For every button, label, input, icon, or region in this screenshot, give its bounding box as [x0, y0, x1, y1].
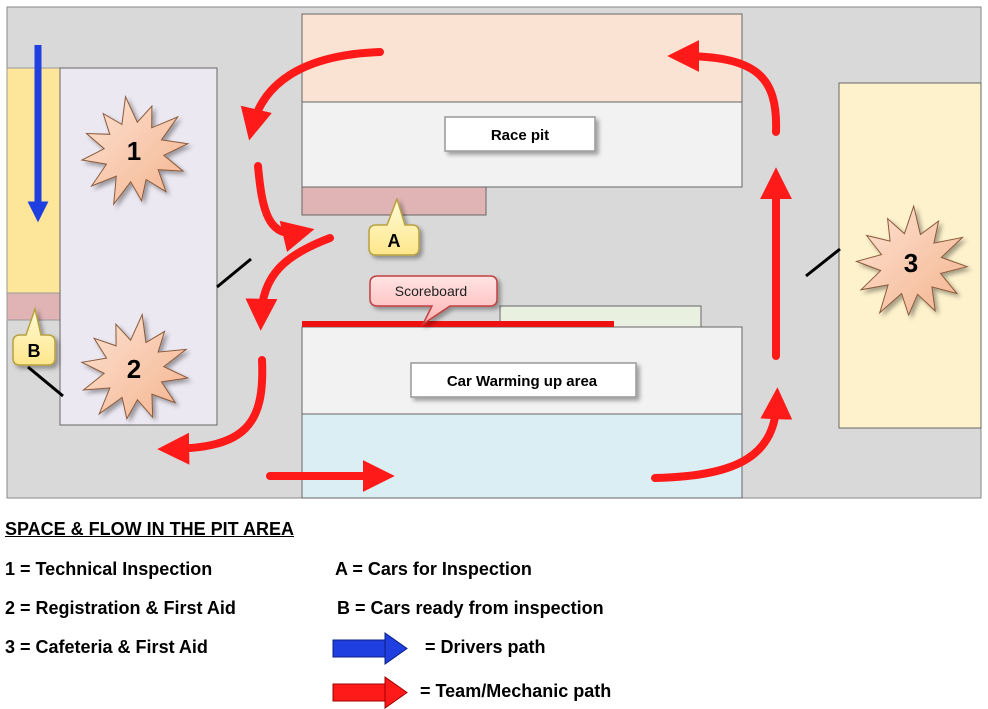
- starburst-1: 1: [80, 94, 190, 206]
- starburst-2-label: 2: [127, 354, 141, 384]
- scoreboard-callout-label: Scoreboard: [395, 283, 467, 299]
- legend-item-3: 3 = Cafeteria & First Aid: [5, 637, 208, 657]
- legend-item-b: B = Cars ready from inspection: [337, 598, 604, 618]
- starburst-2: 2: [80, 312, 190, 421]
- warmup-label: Car Warming up area: [447, 373, 598, 390]
- legend-drivers-arrow: [332, 632, 408, 665]
- door-inspection: [216, 257, 252, 289]
- legend-title: SPACE & FLOW IN THE PIT AREA: [5, 519, 295, 539]
- scoreboard-bar: [302, 321, 614, 327]
- door-registration: [27, 365, 64, 398]
- callout-b-label: B: [28, 341, 41, 361]
- warmup-label-box: Car Warming up area: [410, 362, 637, 398]
- team-path-segment-6: [651, 387, 793, 482]
- callout-a: A: [368, 196, 420, 256]
- legend-team-arrow: [332, 676, 408, 709]
- starburst-3-label: 3: [904, 248, 918, 278]
- callout-b: B: [12, 306, 56, 366]
- team-path: [157, 40, 793, 492]
- team-path-segment-2: [254, 162, 315, 252]
- legend-item-1: 1 = Technical Inspection: [5, 559, 213, 579]
- scoreboard-callout: Scoreboard: [369, 275, 498, 327]
- team-path-segment-8: [667, 40, 781, 136]
- team-path-segment-1: [240, 48, 384, 141]
- callout-a-label: A: [388, 231, 401, 251]
- team-path-segment-3: [245, 234, 334, 331]
- race-pit-label-box: Race pit: [444, 116, 596, 152]
- team-path-segment-4: [157, 356, 267, 465]
- starburst-1-label: 1: [127, 136, 141, 166]
- legend-team-path: = Team/Mechanic path: [420, 681, 612, 701]
- starburst-3: 3: [854, 204, 969, 317]
- legend-item-2: 2 = Registration & First Aid: [5, 598, 236, 618]
- legend-drivers-path: = Drivers path: [425, 637, 546, 657]
- race-pit-top: [301, 13, 743, 103]
- legend-item-a: A = Cars for Inspection: [335, 559, 532, 579]
- race-pit-label: Race pit: [491, 127, 549, 144]
- warmup-bottom: [301, 413, 743, 499]
- door-cafeteria: [805, 247, 841, 278]
